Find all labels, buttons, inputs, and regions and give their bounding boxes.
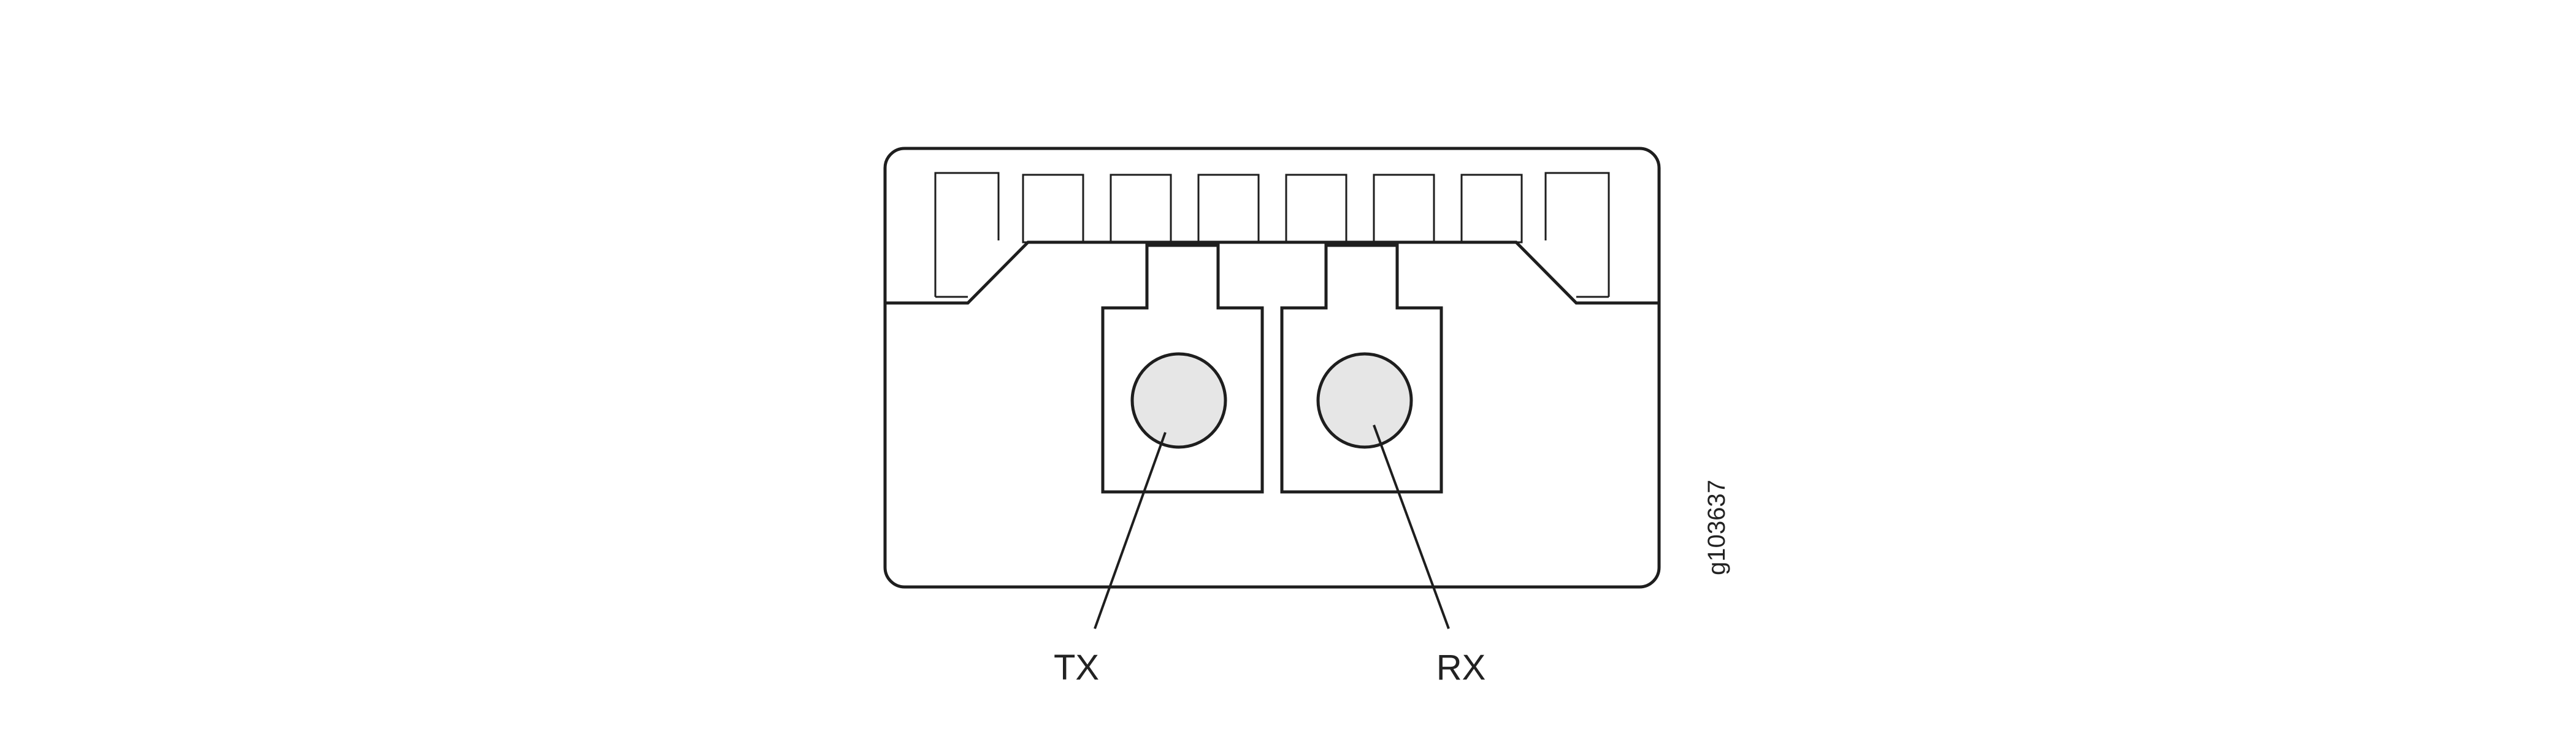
rx-label: RX: [1436, 648, 1486, 688]
tx-label: TX: [1054, 648, 1099, 688]
rx-port: [1316, 352, 1413, 449]
rx-port-housing: [1280, 243, 1443, 494]
contact-finger-right-end: [1544, 172, 1610, 297]
transceiver-body: [883, 147, 1661, 589]
contact-finger-left-end: [934, 172, 1000, 297]
connector-shroud-outline: [885, 240, 1659, 305]
contact-finger: [1022, 174, 1084, 243]
rx-leader-line: [1373, 424, 1450, 629]
figure-id: g103637: [1703, 480, 1730, 575]
contact-finger: [1460, 174, 1523, 243]
tx-port-housing: [1101, 243, 1264, 494]
contact-finger: [1110, 174, 1172, 243]
contact-finger: [1285, 174, 1347, 243]
tx-port: [1130, 352, 1227, 449]
contact-finger: [1197, 174, 1260, 243]
contact-fingers: [934, 172, 1610, 298]
tx-leader-line: [1094, 432, 1167, 629]
contact-finger: [1373, 174, 1435, 243]
